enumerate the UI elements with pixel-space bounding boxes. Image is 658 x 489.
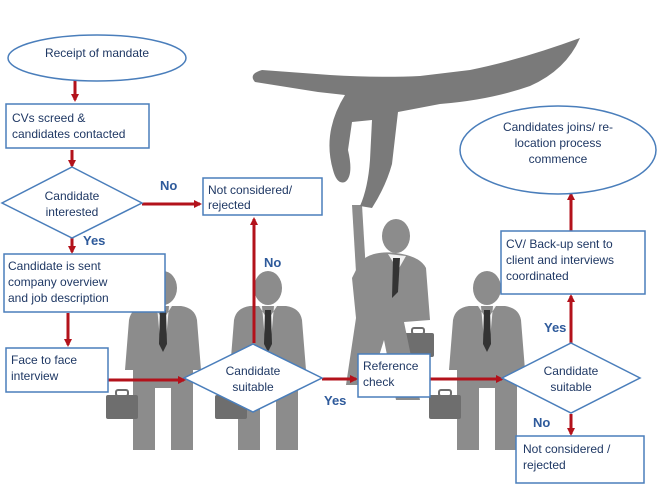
cv-backup-label: coordinated xyxy=(506,269,569,283)
businessman-icon xyxy=(449,271,525,450)
receipt-label: Receipt of mandate xyxy=(45,46,149,60)
reference-label: Reference xyxy=(363,359,419,373)
reference-label: check xyxy=(363,375,395,389)
suitable-label-1: suitable xyxy=(232,380,274,394)
yes-label: Yes xyxy=(324,393,346,408)
interested-label: Candidate xyxy=(45,189,100,203)
cv-backup-node xyxy=(500,230,646,295)
face-interview-label: interview xyxy=(11,369,59,383)
not-considered-label-1: rejected xyxy=(208,198,251,212)
joins-label: Candidates joins/ re- xyxy=(503,120,613,134)
company-overview-label: and job description xyxy=(8,291,109,305)
interested-label: interested xyxy=(46,205,99,219)
cv-backup-label: CV/ Back-up sent to xyxy=(506,237,613,251)
not-considered-label-1: Not considered/ xyxy=(208,183,293,197)
yes-label: Yes xyxy=(544,320,566,335)
suitable-decision-2 xyxy=(500,342,642,414)
suitable-label-1: Candidate xyxy=(226,364,281,378)
cv-screen-label: CVs screed & xyxy=(12,111,85,125)
suitable-label-2: suitable xyxy=(550,380,592,394)
suitable-decision-1 xyxy=(182,343,324,413)
cv-screen-label: candidates contacted xyxy=(12,127,125,141)
not-considered-node-1 xyxy=(202,177,323,216)
cv-screen-node xyxy=(5,103,150,149)
not-considered-label-2: Not considered / xyxy=(523,442,611,456)
receipt-node xyxy=(7,34,187,82)
interested-decision xyxy=(0,166,144,239)
joins-label: commence xyxy=(529,152,588,166)
face-interview-node xyxy=(5,347,109,393)
node-labels: Receipt of mandate CVs screed & candidat… xyxy=(8,46,614,472)
edge-labels: No Yes No Yes Yes No xyxy=(83,178,566,430)
flow-arrows xyxy=(64,80,575,436)
not-considered-node-2 xyxy=(515,435,645,484)
company-overview-label: Candidate is sent xyxy=(8,259,101,273)
no-label: No xyxy=(533,415,550,430)
face-interview-label: Face to face xyxy=(11,353,77,367)
suitable-label-2: Candidate xyxy=(544,364,599,378)
cv-backup-label: client and interviews xyxy=(506,253,614,267)
company-overview-label: company overview xyxy=(8,275,108,289)
no-label: No xyxy=(264,255,281,270)
briefcase-icon xyxy=(428,389,462,420)
yes-label: Yes xyxy=(83,233,105,248)
joins-node xyxy=(459,105,657,195)
not-considered-label-2: rejected xyxy=(523,458,566,472)
joins-label: location process xyxy=(515,136,602,150)
company-overview-node xyxy=(3,253,166,313)
reference-node xyxy=(357,353,431,398)
hand-icon xyxy=(252,38,580,208)
no-label: No xyxy=(160,178,177,193)
